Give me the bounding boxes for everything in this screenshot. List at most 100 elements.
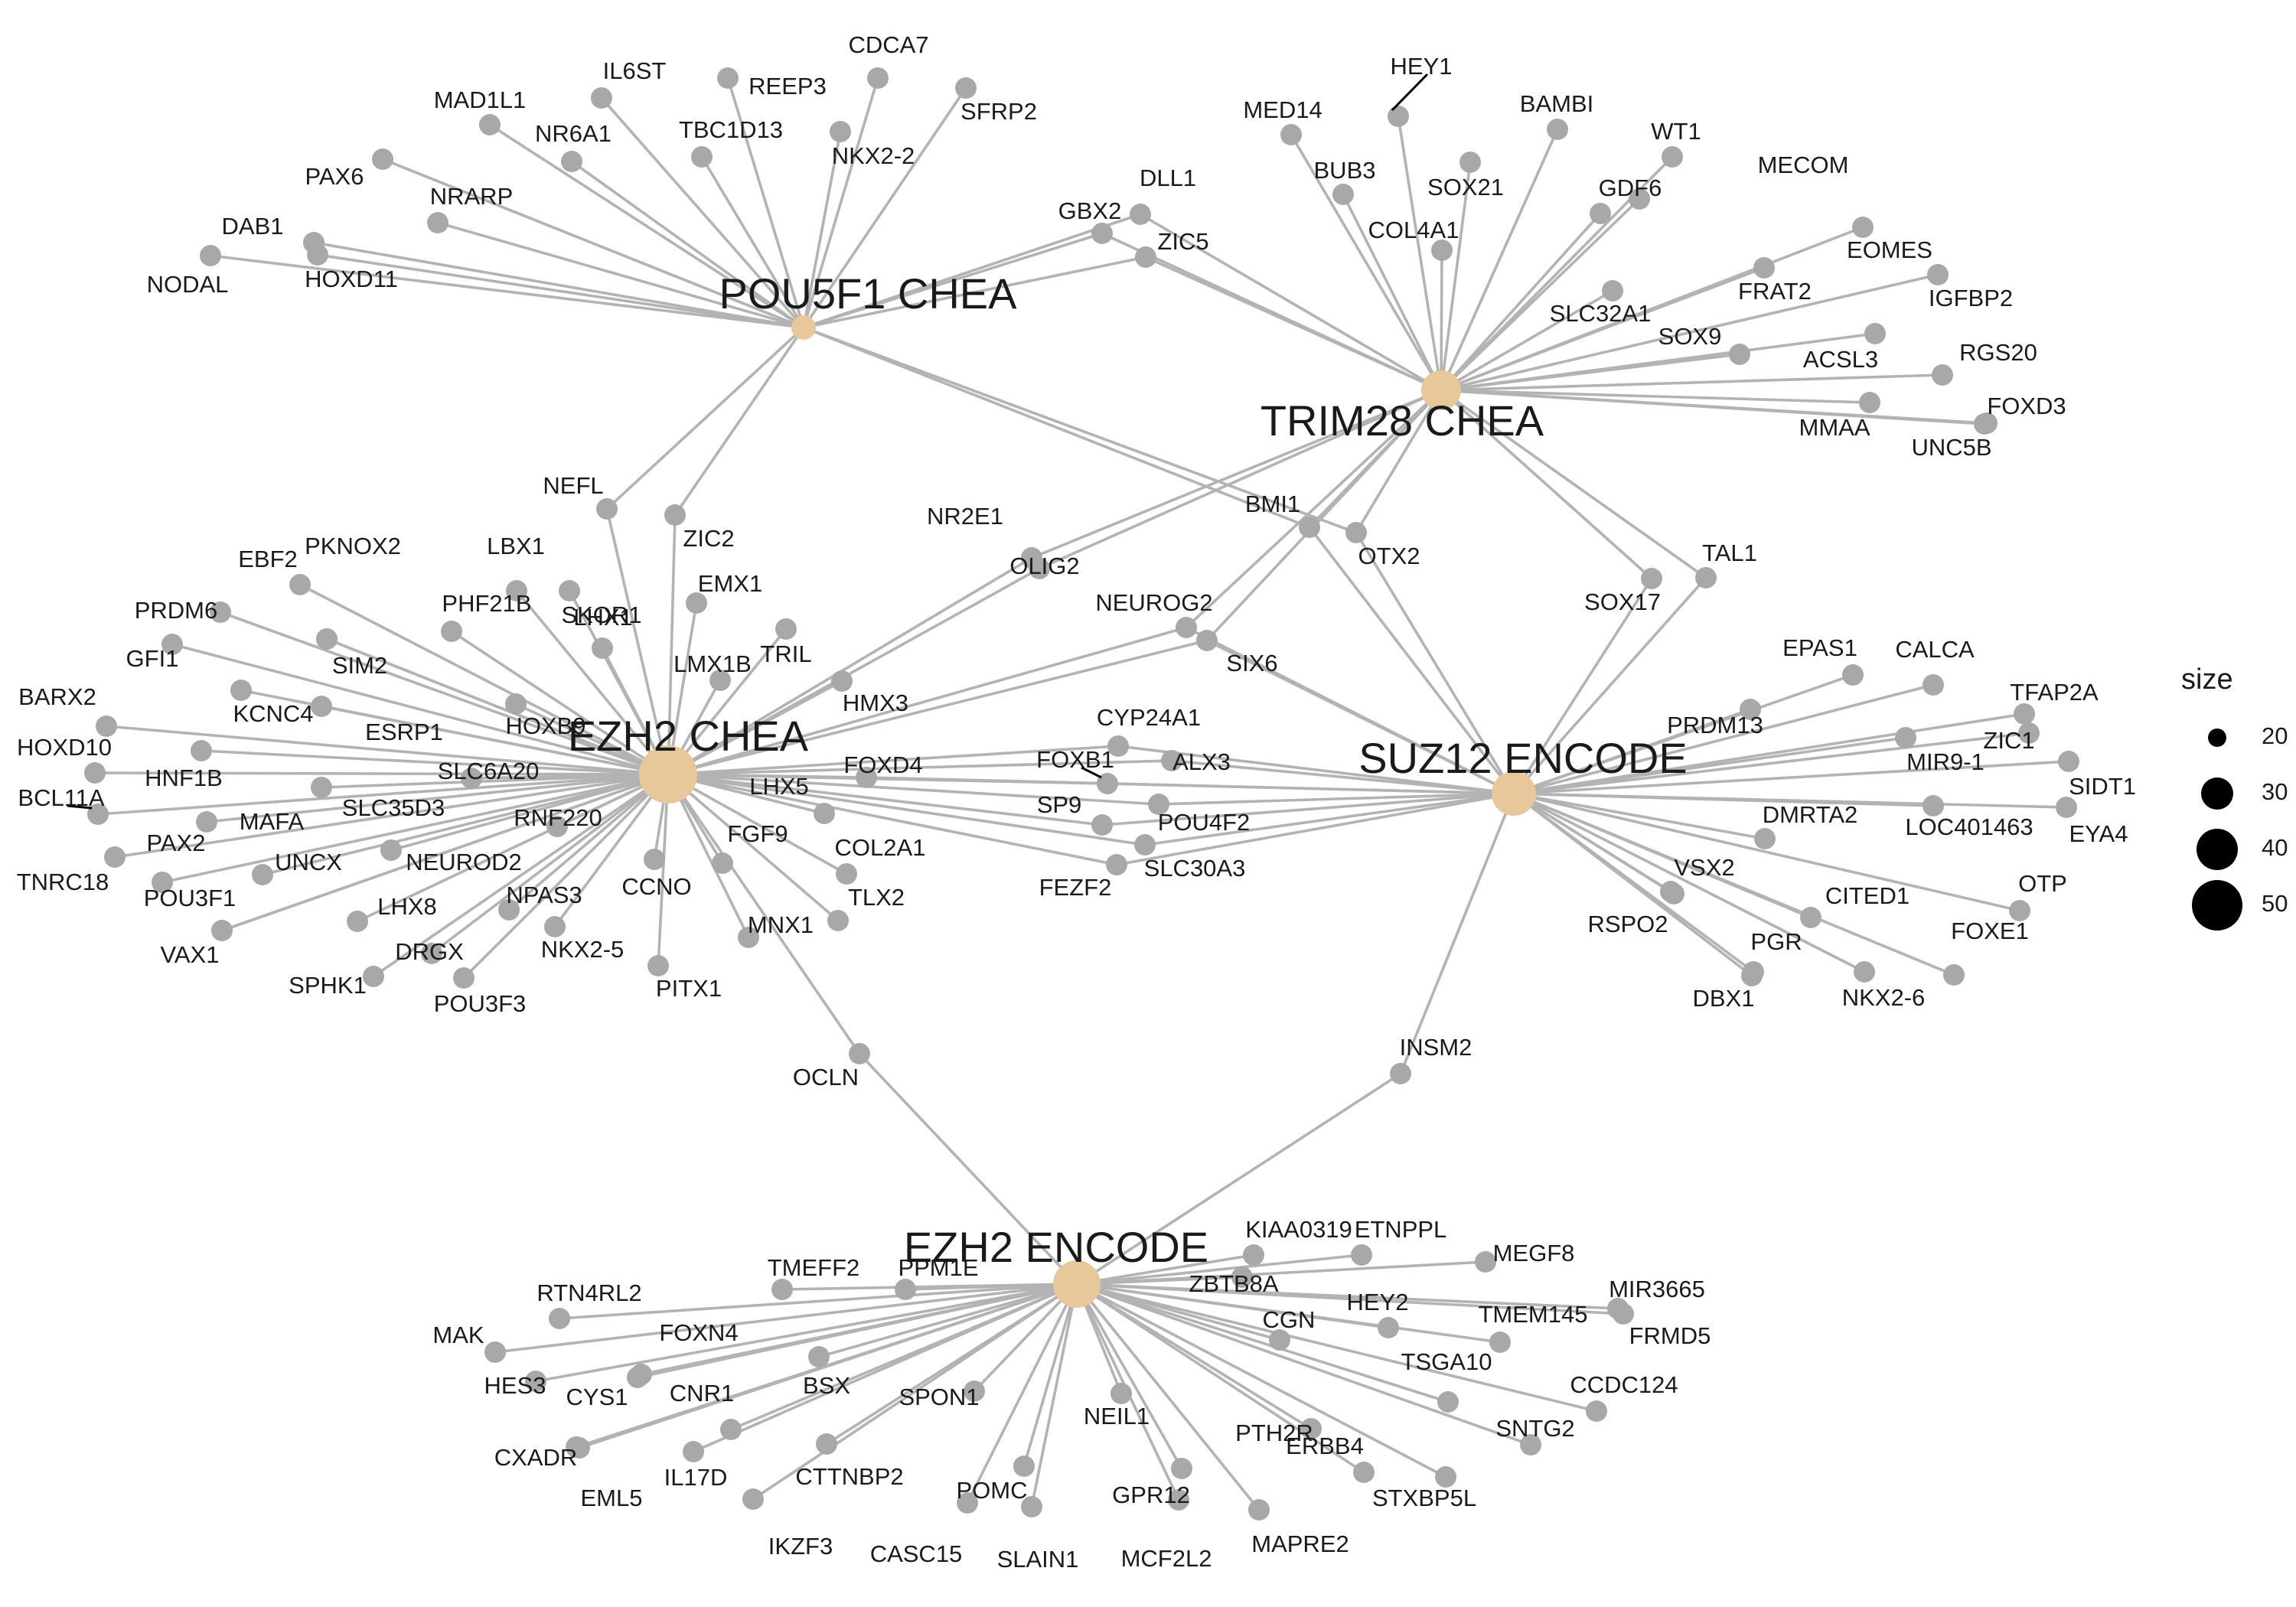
gene-node-hmx3[interactable] (831, 670, 853, 692)
gene-node-foxd4[interactable] (856, 767, 877, 788)
gene-node-acsl3[interactable] (1864, 323, 1886, 344)
gene-node-med14[interactable] (1280, 124, 1302, 145)
gene-node-col4a1[interactable] (1431, 240, 1453, 261)
gene-node-nkx2-2[interactable] (830, 121, 851, 142)
gene-node-lmx1b[interactable] (709, 670, 731, 691)
gene-node-lhx8[interactable] (347, 911, 368, 932)
gene-node-unc5b[interactable] (1976, 412, 1998, 434)
gene-node-nefl[interactable] (596, 498, 618, 520)
gene-node-lhx1[interactable] (592, 637, 613, 659)
gene-node-pomc[interactable] (1013, 1455, 1035, 1477)
gene-node-zic2[interactable] (664, 504, 686, 526)
gene-node-npas3[interactable] (498, 899, 520, 921)
gene-node-reep3[interactable] (717, 67, 739, 89)
gene-node-slc30a3[interactable] (1134, 834, 1156, 856)
gene-node-dll1[interactable] (1130, 204, 1151, 225)
gene-node-frmd5[interactable] (1613, 1303, 1634, 1325)
gene-node-il6st[interactable] (591, 87, 612, 109)
gene-node-slc35d3[interactable] (311, 777, 332, 798)
gene-node-mir9-1[interactable] (1895, 727, 1916, 748)
gene-node-eomes[interactable] (1852, 217, 1874, 238)
gene-node-sim2[interactable] (316, 628, 338, 650)
gene-node-mcf2l2[interactable] (1168, 1489, 1189, 1511)
gene-node-esrp1[interactable] (311, 696, 332, 717)
gene-node-zbtb8a[interactable] (1231, 1266, 1253, 1288)
gene-node-neurod2[interactable] (380, 839, 402, 861)
gene-node-emx1[interactable] (686, 592, 707, 614)
gene-node-erbb4[interactable] (1353, 1462, 1375, 1483)
gene-node-ppm1e[interactable] (895, 1279, 916, 1300)
gene-node-gpr12[interactable] (1171, 1458, 1192, 1479)
gene-node-tlx2[interactable] (827, 910, 849, 931)
gene-node-zic1[interactable] (2018, 722, 2040, 744)
gene-node-prdm6[interactable] (210, 601, 231, 623)
gene-node-hoxd10[interactable] (84, 762, 106, 784)
gene-node-rspo2[interactable] (1663, 883, 1684, 905)
gene-node-tmeff2[interactable] (771, 1279, 793, 1300)
gene-node-loc401463[interactable] (1923, 795, 1944, 817)
gene-node-pax6[interactable] (372, 148, 393, 170)
gene-node-mafa[interactable] (196, 811, 217, 833)
gene-node-prdm13[interactable] (1740, 699, 1761, 720)
gene-node-cyp24a1[interactable] (1107, 735, 1129, 757)
gene-node-foxe1[interactable] (1943, 964, 1965, 986)
gene-node-otx2[interactable] (1345, 522, 1367, 543)
gene-node-sidt1[interactable] (2058, 751, 2079, 772)
gene-node-mnx1[interactable] (738, 927, 759, 948)
gene-node-dab1[interactable] (303, 232, 325, 253)
gene-node-otp[interactable] (2009, 900, 2030, 921)
gene-node-pth2r[interactable] (1300, 1418, 1322, 1439)
gene-node-hey1[interactable] (1388, 106, 1409, 127)
gene-node-sox17[interactable] (1641, 568, 1662, 589)
gene-node-tbc1d13[interactable] (691, 146, 713, 168)
gene-node-six6[interactable] (1196, 630, 1218, 651)
gene-node-sfrp2[interactable] (955, 77, 977, 99)
gene-node-alx3[interactable] (1161, 750, 1182, 771)
gene-node-mecom[interactable] (1629, 188, 1650, 210)
gene-node-dbx1[interactable] (1741, 965, 1763, 986)
gene-node-pax2[interactable] (104, 846, 126, 868)
gene-node-ocln[interactable] (849, 1043, 870, 1064)
gene-node-fezf2[interactable] (1106, 854, 1127, 875)
gene-node-cgn[interactable] (1269, 1329, 1290, 1351)
gene-node-vax1[interactable] (211, 920, 233, 941)
hub-node-ezh2-chea[interactable] (639, 745, 697, 804)
gene-node-megf8[interactable] (1475, 1251, 1496, 1273)
gene-node-rgs20[interactable] (1932, 364, 1953, 386)
gene-node-cttnbp2[interactable] (816, 1433, 837, 1455)
gene-node-lhx5[interactable] (814, 803, 835, 824)
gene-node-ikzf3[interactable] (742, 1488, 764, 1510)
gene-node-hnf1b[interactable] (191, 740, 212, 761)
gene-node-pou4f2[interactable] (1148, 794, 1169, 815)
gene-node-bmi1[interactable] (1299, 517, 1320, 538)
hub-node-trim28-chea[interactable] (1421, 370, 1461, 410)
gene-node-sp9[interactable] (1091, 814, 1113, 836)
gene-node-nr6a1[interactable] (561, 151, 582, 172)
gene-node-pitx1[interactable] (647, 955, 669, 976)
gene-node-epas1[interactable] (1842, 664, 1864, 686)
gene-node-slc32a1[interactable] (1602, 280, 1623, 302)
gene-node-gbx2[interactable] (1091, 223, 1113, 244)
gene-node-rnf220[interactable] (546, 816, 568, 837)
gene-node-dmrta2[interactable] (1754, 828, 1776, 849)
gene-node-sphk1[interactable] (363, 966, 384, 987)
gene-node-kiaa0319[interactable] (1243, 1244, 1264, 1266)
gene-node-nkx2-5[interactable] (544, 916, 566, 937)
gene-node-mad1l1[interactable] (479, 114, 501, 135)
gene-node-mapre2[interactable] (1248, 1499, 1270, 1521)
gene-node-phf21b[interactable] (441, 621, 462, 642)
gene-node-nrarp[interactable] (427, 212, 448, 233)
gene-node-stxbp5l[interactable] (1435, 1466, 1456, 1488)
gene-node-slc6a20[interactable] (461, 768, 482, 789)
gene-node-drgx[interactable] (421, 943, 442, 964)
gene-node-etnppl[interactable] (1351, 1244, 1372, 1266)
gene-node-zic5[interactable] (1135, 246, 1156, 268)
gene-node-sntg2[interactable] (1520, 1434, 1541, 1455)
gene-node-spon1[interactable] (964, 1380, 985, 1402)
gene-node-bcl11a[interactable] (87, 804, 109, 825)
gene-node-bambi[interactable] (1547, 119, 1568, 140)
gene-node-gfi1[interactable] (161, 634, 183, 655)
gene-node-bub3[interactable] (1332, 184, 1354, 205)
gene-node-cys1[interactable] (627, 1367, 648, 1388)
gene-node-lbx1[interactable] (506, 580, 527, 601)
